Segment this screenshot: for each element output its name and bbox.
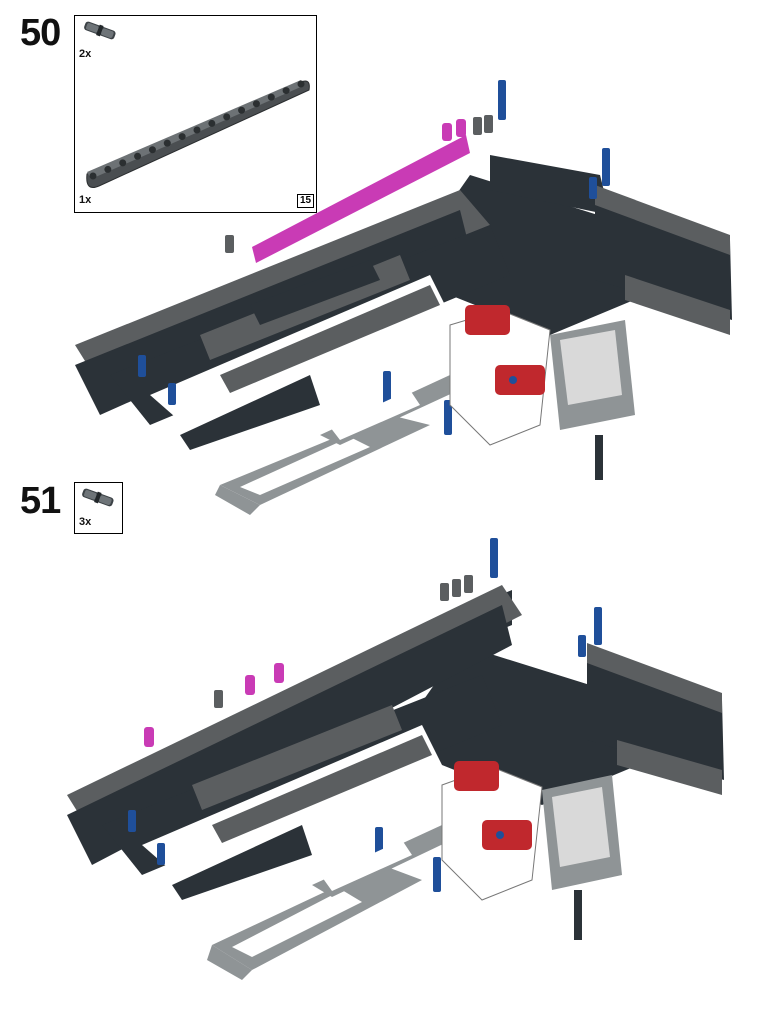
beam-hole <box>208 119 216 127</box>
beam-hole <box>119 159 127 167</box>
parts-callout: 2x 1x 15 <box>74 15 317 213</box>
beam-hole <box>89 172 97 180</box>
step-number: 50 <box>20 12 61 54</box>
new-beam-highlight <box>252 135 470 263</box>
connector-peg-icon <box>84 21 116 40</box>
beam-hole <box>223 113 231 121</box>
parts-callout: 3x <box>74 482 123 534</box>
beam-hole <box>297 80 305 88</box>
beam-hole <box>104 165 112 173</box>
assembly-model-step51 <box>67 538 724 980</box>
beam-hole <box>148 146 156 154</box>
beam-hole <box>178 133 186 141</box>
beam-15-icon <box>86 80 310 188</box>
part-quantity: 2x <box>79 48 92 60</box>
beam-hole <box>193 126 201 134</box>
connector-peg-icon <box>82 488 114 507</box>
assembly-model-step50 <box>75 80 732 515</box>
beam-hole <box>134 152 142 160</box>
beam-hole <box>238 106 246 114</box>
beam-hole <box>267 93 275 101</box>
beam-hole <box>252 100 260 108</box>
beam-hole <box>163 139 171 147</box>
beam-hole <box>282 87 290 95</box>
part-quantity: 3x <box>79 516 92 528</box>
beam-length-badge: 15 <box>297 194 315 208</box>
step-number: 51 <box>20 480 61 522</box>
part-quantity: 1x <box>79 194 92 206</box>
